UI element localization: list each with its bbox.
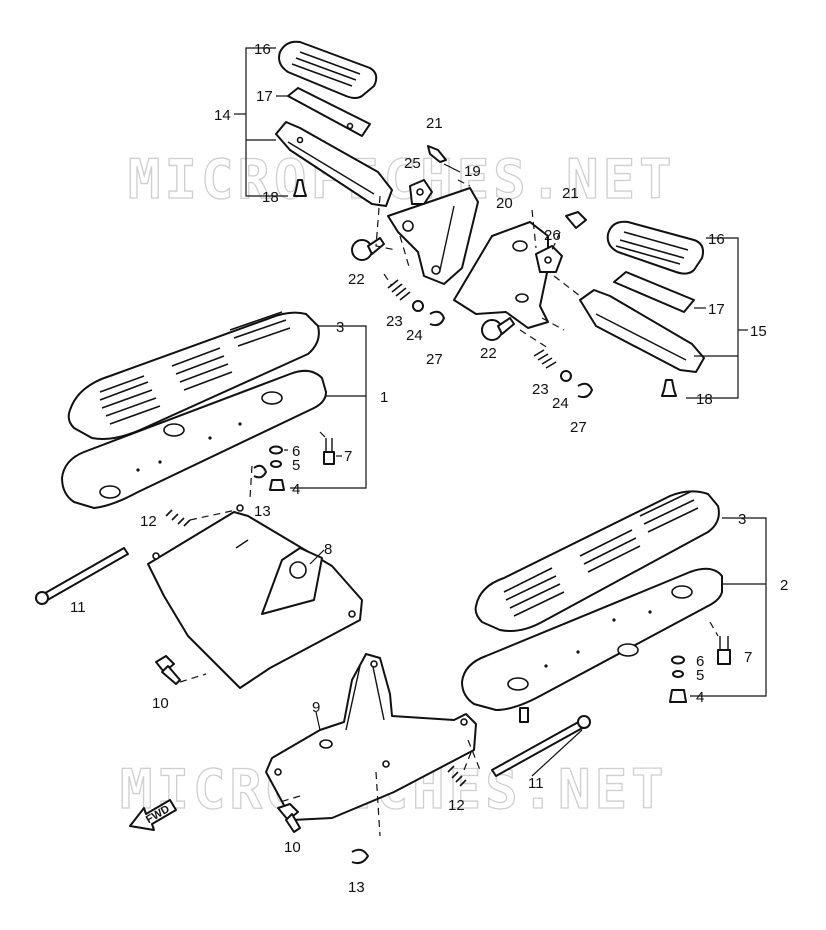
long-bolt-11-left bbox=[35, 547, 129, 605]
callout-24-right: 24 bbox=[552, 395, 569, 412]
callout-6-left: 6 bbox=[292, 443, 300, 460]
footpeg-rubber-16-right bbox=[606, 220, 704, 275]
footpeg-body-right bbox=[579, 289, 705, 373]
peg-22-left bbox=[351, 237, 385, 261]
long-bolt-11-right bbox=[491, 715, 591, 777]
callout-18-left: 18 bbox=[262, 189, 279, 206]
callout-13-top: 13 bbox=[254, 503, 271, 520]
footpeg-bracket-19 bbox=[387, 179, 479, 285]
callout-15: 15 bbox=[750, 323, 767, 340]
callout-27-right: 27 bbox=[570, 419, 587, 436]
callout-16-right: 16 bbox=[708, 231, 725, 248]
floorboard-pan-1-left bbox=[61, 369, 327, 509]
callout-11-right: 11 bbox=[528, 775, 544, 792]
callout-20: 20 bbox=[496, 195, 513, 212]
washer-5-right bbox=[672, 670, 684, 678]
watermark-top: MICROFICHES.NET bbox=[128, 148, 676, 211]
plate-26 bbox=[535, 245, 563, 273]
nut-4-right bbox=[669, 689, 687, 703]
callout-5-right: 5 bbox=[696, 667, 704, 684]
callout-12-left: 12 bbox=[140, 513, 157, 530]
callout-21-top: 21 bbox=[426, 115, 443, 132]
ball-24-right bbox=[560, 370, 572, 382]
spring-12-right bbox=[447, 765, 467, 787]
callout-labels: 16 17 14 18 21 25 19 21 20 26 16 17 15 1… bbox=[70, 41, 788, 896]
callout-3-left: 3 bbox=[336, 319, 344, 336]
callout-12-right: 12 bbox=[448, 797, 465, 814]
callout-4-right: 4 bbox=[696, 689, 704, 706]
callout-1: 1 bbox=[380, 389, 388, 406]
floorboard-pan-2-right bbox=[461, 567, 723, 723]
footpeg-plate-17-right bbox=[613, 271, 695, 313]
washer-6-left bbox=[269, 445, 283, 455]
clip-13-bottom bbox=[351, 848, 369, 865]
callout-24-left: 24 bbox=[406, 327, 423, 344]
callout-16-left: 16 bbox=[254, 41, 271, 58]
footpeg-plate-17-left bbox=[287, 87, 371, 137]
callout-18-right: 18 bbox=[696, 391, 713, 408]
nut-4-left bbox=[269, 479, 285, 491]
callout-13-bottom: 13 bbox=[348, 879, 365, 896]
screw-18-right bbox=[661, 379, 677, 397]
callout-23-left: 23 bbox=[386, 313, 403, 330]
floorboard-bracket-9 bbox=[265, 653, 477, 821]
callout-8: 8 bbox=[324, 541, 332, 558]
callout-9: 9 bbox=[312, 699, 320, 716]
callout-22-left: 22 bbox=[348, 271, 365, 288]
callout-3-right: 3 bbox=[738, 511, 746, 528]
callout-27-left: 27 bbox=[426, 351, 443, 368]
callout-7-right: 7 bbox=[744, 649, 752, 666]
callout-21-right: 21 bbox=[562, 185, 579, 202]
floorboard-rubber-3-left bbox=[67, 311, 320, 440]
callout-5-left: 5 bbox=[292, 457, 300, 474]
bolt-21-top bbox=[427, 145, 447, 163]
spring-23-left bbox=[387, 279, 411, 301]
spring-12-left bbox=[165, 509, 191, 527]
clip-27-left bbox=[429, 310, 445, 327]
floorboard-bracket-8 bbox=[147, 504, 363, 689]
callout-14: 14 bbox=[214, 107, 231, 124]
bolt-10-right bbox=[277, 803, 301, 833]
peg-22-right bbox=[481, 317, 515, 341]
callout-25: 25 bbox=[404, 155, 421, 172]
footpeg-body-left bbox=[275, 121, 393, 207]
callout-2: 2 bbox=[780, 577, 788, 594]
callout-4-left: 4 bbox=[292, 481, 300, 498]
callout-17-right: 17 bbox=[708, 301, 725, 318]
floorboard-rubber-3-right bbox=[474, 490, 720, 632]
screw-18-left bbox=[293, 179, 307, 197]
callout-26: 26 bbox=[544, 227, 561, 244]
spring-23-right bbox=[533, 349, 557, 369]
footpeg-bracket-20 bbox=[453, 221, 549, 329]
footpeg-rubber-16-left bbox=[278, 40, 378, 99]
leader-lines bbox=[234, 47, 767, 777]
callout-19: 19 bbox=[464, 163, 481, 180]
washer-5-left bbox=[270, 460, 282, 468]
clip-13-top bbox=[253, 464, 267, 479]
callout-7-left: 7 bbox=[344, 448, 352, 465]
callout-10-right: 10 bbox=[284, 839, 301, 856]
callout-6-right: 6 bbox=[696, 653, 704, 670]
callout-11-left: 11 bbox=[70, 599, 86, 616]
callout-17-left: 17 bbox=[256, 88, 273, 105]
ball-24-left bbox=[412, 300, 424, 312]
bolt-10-left bbox=[155, 655, 181, 685]
bolt-21-right bbox=[565, 211, 587, 229]
callout-22-right: 22 bbox=[480, 345, 497, 362]
washer-6-right bbox=[671, 655, 685, 665]
clip-27-right bbox=[577, 382, 593, 399]
bolt-7-right bbox=[717, 636, 731, 665]
callout-23-right: 23 bbox=[532, 381, 549, 398]
callout-10-left: 10 bbox=[152, 695, 169, 712]
bolt-7-left bbox=[323, 438, 335, 465]
dashed-assembly-lines bbox=[179, 179, 719, 837]
